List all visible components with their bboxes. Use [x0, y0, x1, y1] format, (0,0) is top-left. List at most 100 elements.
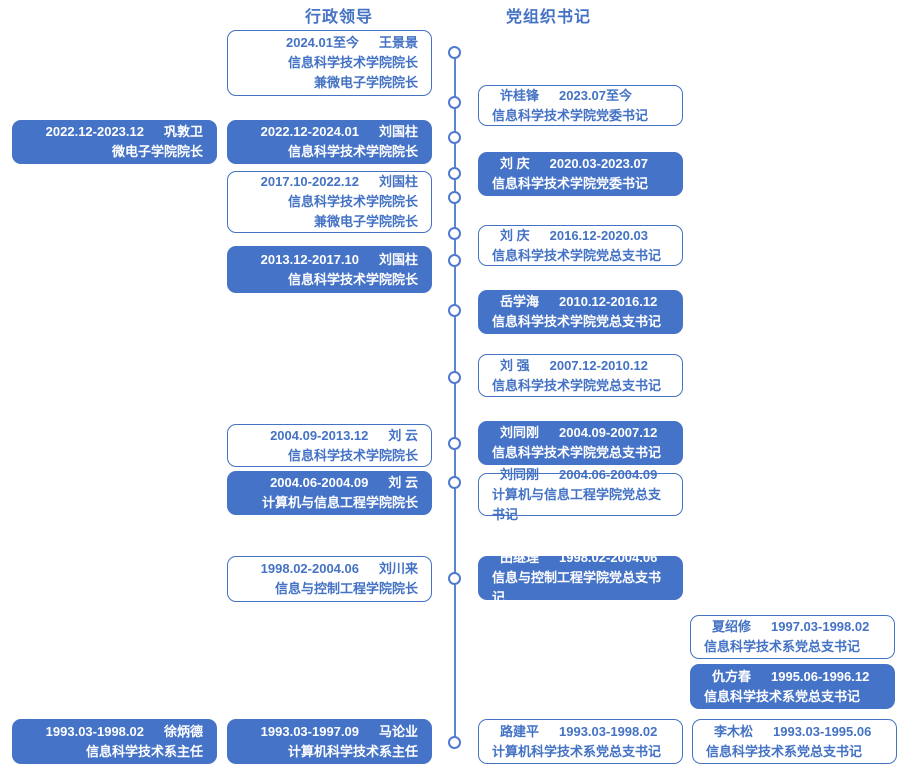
party-term-card: 田继理 1998.02-2004.06 信息与控制工程学院党总支书记 [478, 550, 683, 605]
role-title: 信息科学技术学院党委书记 [492, 176, 649, 191]
party-term-card: 仇方春 1995.06-1996.12 信息科学技术系党总支书记 [690, 664, 895, 709]
role-title: 信息科学技术学院院长 [287, 271, 418, 287]
party-term-card: 刘 庆 2020.03-2023.07 信息科学技术学院党委书记 [478, 152, 683, 196]
role-title: 兼微电子学院院长 [313, 214, 418, 229]
term-line: 夏绍修 1997.03-1998.02 [704, 617, 881, 637]
term-dates: 2013.12-2017.10 [260, 251, 359, 267]
term-dates: 1998.02-2004.06 [260, 561, 359, 576]
role-title: 信息科学技术学院院长 [287, 55, 418, 70]
term-dates: 2016.12-2020.03 [549, 227, 648, 243]
term-dates: 2017.10-2022.12 [260, 174, 359, 189]
term-line: 2004.06-2004.09 刘 云 [241, 473, 418, 493]
party-term-card: 刘同刚 2004.06-2004.09 计算机与信息工程学院党总支书记 [478, 467, 683, 522]
admin-term-card: 1998.02-2004.06 刘川来 信息与控制工程学院院长 [227, 556, 432, 602]
timeline-node [448, 371, 461, 384]
timeline-node [448, 476, 461, 489]
term-dates: 2004.09-2013.12 [270, 427, 369, 443]
role-title: 信息科学技术系党总支书记 [704, 688, 861, 704]
term-line: 1998.02-2004.06 刘川来 [241, 559, 418, 579]
term-line: 2017.10-2022.12 刘国柱 [241, 172, 418, 192]
term-dates: 2023.07至今 [559, 87, 633, 103]
person-name: 路建平 [500, 723, 540, 739]
person-name: 刘 庆 [500, 227, 530, 243]
party-term-card: 夏绍修 1997.03-1998.02 信息科学技术系党总支书记 [690, 615, 895, 659]
role-title: 信息科学技术系党总支书记 [706, 743, 863, 759]
timeline-node [448, 437, 461, 450]
role-title: 计算机科学技术系主任 [287, 743, 418, 759]
term-line: 仇方春 1995.06-1996.12 [704, 667, 881, 687]
person-name: 刘 云 [388, 427, 418, 443]
term-dates: 1997.03-1998.02 [771, 619, 870, 634]
term-line: 1993.03-1998.02 徐炳德 [26, 722, 203, 742]
admin-term-card: 2013.12-2017.10 刘国柱 信息科学技术学院院长 [227, 246, 432, 293]
admin-term-card: 2022.12-2023.12 巩敦卫 微电子学院院长 [12, 120, 217, 164]
role-title: 信息与控制工程学院党总支书记 [492, 570, 662, 605]
role-title: 信息科学技术学院党总支书记 [492, 314, 662, 329]
party-term-card: 岳学海 2010.12-2016.12 信息科学技术学院党总支书记 [478, 290, 683, 334]
admin-term-card: 2004.06-2004.09 刘 云 计算机与信息工程学院院长 [227, 471, 432, 515]
role-title: 兼微电子学院院长 [313, 75, 418, 90]
column-header-admin: 行政领导 [305, 9, 374, 26]
timeline-node [448, 736, 461, 749]
person-name: 岳学海 [500, 294, 540, 309]
term-line: 1993.03-1997.09 马论业 [241, 722, 418, 742]
role-title: 计算机与信息工程学院院长 [261, 495, 418, 510]
admin-term-card: 1993.03-1997.09 马论业 计算机科学技术系主任 [227, 719, 432, 764]
timeline-node [448, 167, 461, 180]
person-name: 刘 云 [388, 475, 418, 490]
person-name: 王景景 [378, 35, 418, 50]
party-term-card: 许桂锋 2023.07至今 信息科学技术学院党委书记 [478, 85, 683, 126]
term-dates: 2022.12-2023.12 [45, 124, 144, 139]
term-line: 2022.12-2023.12 巩敦卫 [26, 122, 203, 142]
term-dates: 1993.03-1997.09 [260, 723, 359, 739]
admin-term-card: 2022.12-2024.01 刘国柱 信息科学技术学院院长 [227, 120, 432, 164]
role-title: 信息与控制工程学院院长 [274, 581, 418, 596]
role-title: 计算机与信息工程学院党总支书记 [492, 486, 662, 522]
person-name: 刘同刚 [500, 425, 540, 440]
timeline-axis [454, 52, 456, 742]
person-name: 刘国柱 [378, 174, 418, 189]
term-dates: 2004.09-2007.12 [559, 425, 658, 440]
role-title: 信息科学技术学院院长 [287, 447, 418, 463]
admin-term-card: 2024.01至今 王景景 信息科学技术学院院长 兼微电子学院院长 [227, 30, 432, 96]
term-line: 刘同刚 2004.06-2004.09 [492, 465, 669, 485]
party-term-card: 李木松 1993.03-1995.06 信息科学技术系党总支书记 [692, 719, 897, 764]
role-title: 信息科学技术学院党委书记 [492, 107, 649, 123]
term-line: 2022.12-2024.01 刘国柱 [241, 122, 418, 142]
role-title: 信息科学技术系主任 [85, 743, 203, 759]
role-title: 信息科学技术系党总支书记 [704, 639, 861, 654]
term-line: 刘 庆 2016.12-2020.03 [492, 226, 669, 246]
person-name: 仇方春 [712, 668, 752, 684]
timeline-node [448, 304, 461, 317]
term-line: 许桂锋 2023.07至今 [492, 86, 669, 106]
timeline-node [448, 227, 461, 240]
term-dates: 2022.12-2024.01 [260, 124, 359, 139]
person-name: 刘国柱 [378, 124, 418, 139]
term-line: 2013.12-2017.10 刘国柱 [241, 250, 418, 270]
term-dates: 1993.03-1995.06 [773, 723, 872, 739]
person-name: 刘同刚 [500, 466, 540, 482]
person-name: 马论业 [378, 723, 418, 739]
role-title: 微电子学院院长 [111, 144, 203, 159]
person-name: 刘 强 [500, 357, 530, 373]
column-header-party: 党组织书记 [506, 9, 592, 26]
role-title: 计算机科学技术系党总支书记 [492, 743, 662, 759]
role-title: 信息科学技术学院党总支书记 [492, 377, 662, 393]
term-dates: 1995.06-1996.12 [771, 668, 870, 684]
term-line: 刘 强 2007.12-2010.12 [492, 356, 669, 376]
party-term-card: 路建平 1993.03-1998.02 计算机科学技术系党总支书记 [478, 719, 683, 764]
admin-term-card: 2004.09-2013.12 刘 云 信息科学技术学院院长 [227, 424, 432, 467]
person-name: 刘川来 [378, 561, 418, 576]
timeline-node [448, 191, 461, 204]
term-dates: 2024.01至今 [285, 35, 359, 50]
party-term-card: 刘同刚 2004.09-2007.12 信息科学技术学院党总支书记 [478, 421, 683, 465]
role-title: 信息科学技术学院院长 [287, 194, 418, 209]
term-line: 岳学海 2010.12-2016.12 [492, 292, 669, 312]
admin-term-card: 2017.10-2022.12 刘国柱 信息科学技术学院院长 兼微电子学院院长 [227, 171, 432, 233]
term-line: 路建平 1993.03-1998.02 [492, 722, 669, 742]
role-title: 信息科学技术学院党总支书记 [492, 445, 662, 460]
person-name: 刘国柱 [378, 251, 418, 267]
term-dates: 2007.12-2010.12 [549, 357, 648, 373]
person-name: 李木松 [714, 723, 754, 739]
